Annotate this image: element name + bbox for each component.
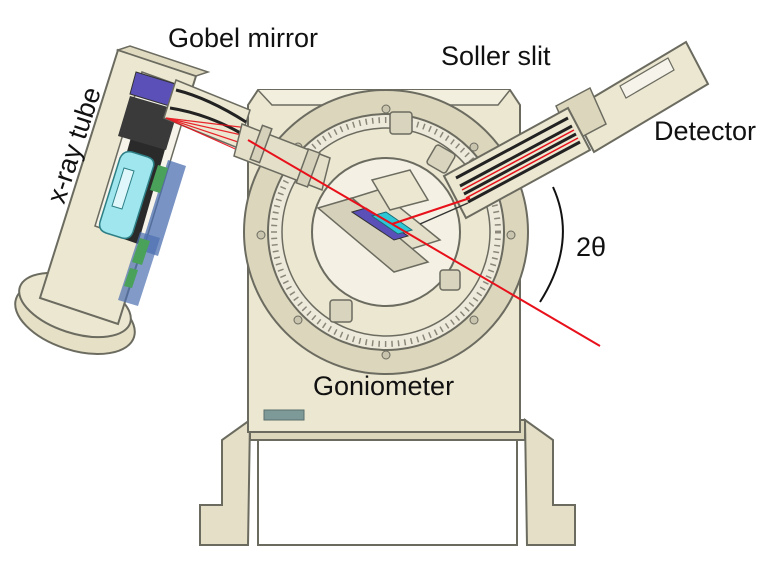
goniometer-circle bbox=[243, 89, 529, 375]
label-soller-slit: Soller slit bbox=[441, 41, 551, 71]
detector bbox=[555, 40, 710, 154]
goniometer-plate bbox=[263, 409, 305, 421]
beam-guide bbox=[419, 202, 469, 225]
label-detector: Detector bbox=[654, 116, 756, 146]
label-two-theta: 2θ bbox=[576, 232, 606, 262]
goniometer-base bbox=[199, 418, 576, 546]
tube-circuitry bbox=[118, 160, 186, 306]
soller-slit bbox=[442, 106, 592, 220]
two-theta-arc bbox=[539, 186, 564, 303]
label-goniometer: Goniometer bbox=[313, 371, 454, 401]
xray-beam bbox=[247, 139, 601, 347]
label-gobel-mirror: Gobel mirror bbox=[168, 23, 318, 53]
